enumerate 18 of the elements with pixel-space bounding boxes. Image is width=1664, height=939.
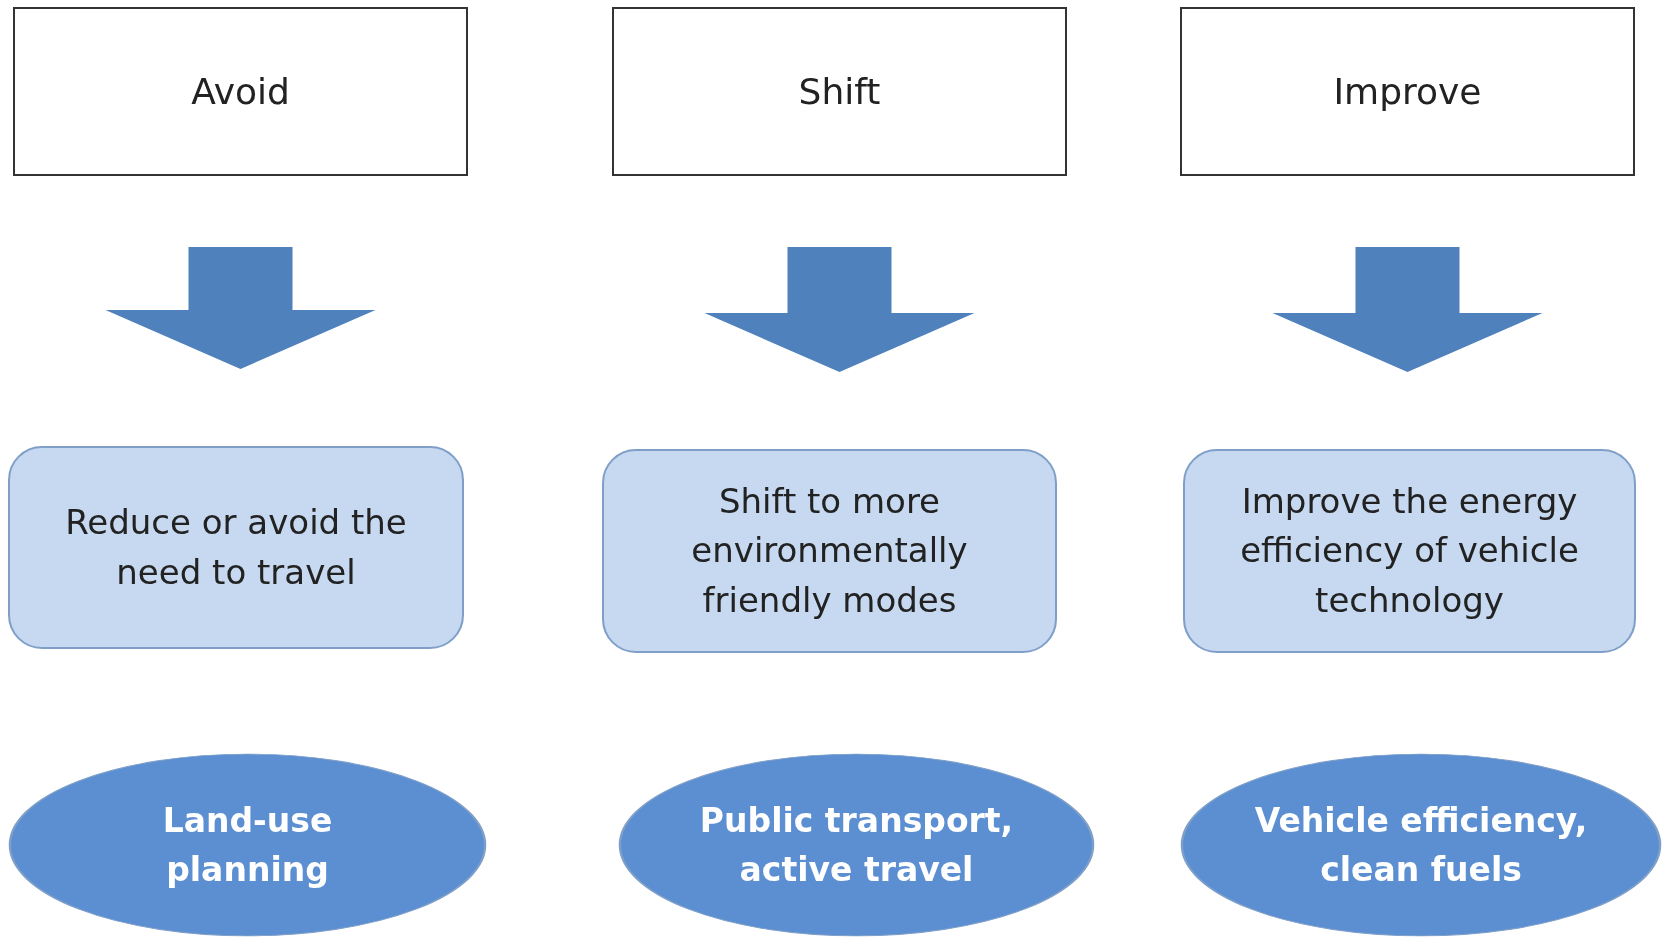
measure-label: Public transport, active travel: [698, 799, 1015, 891]
category-box: [612, 7, 1067, 176]
category-box: [13, 7, 468, 176]
strategy-label: Reduce or avoid the need to travel: [64, 501, 408, 594]
strategy-box: [8, 446, 464, 649]
block-arrow: [704, 247, 975, 372]
strategy-label: Improve the energy efficiency of vehicle technology: [1239, 480, 1580, 622]
block-arrow: [1272, 247, 1543, 372]
block-arrow: [105, 247, 376, 369]
strategy-box: [1183, 449, 1636, 653]
category-label: Avoid: [191, 71, 290, 112]
strategy-label: Shift to more environmentally friendly modes: [690, 480, 969, 622]
measure-label: Land-use planning: [161, 799, 334, 891]
category-label: Improve: [1333, 71, 1482, 112]
strategy-box: [602, 449, 1057, 653]
category-box: [1180, 7, 1635, 176]
measure-label: Vehicle efficiency, clean fuels: [1253, 799, 1589, 891]
category-label: Shift: [798, 71, 881, 112]
